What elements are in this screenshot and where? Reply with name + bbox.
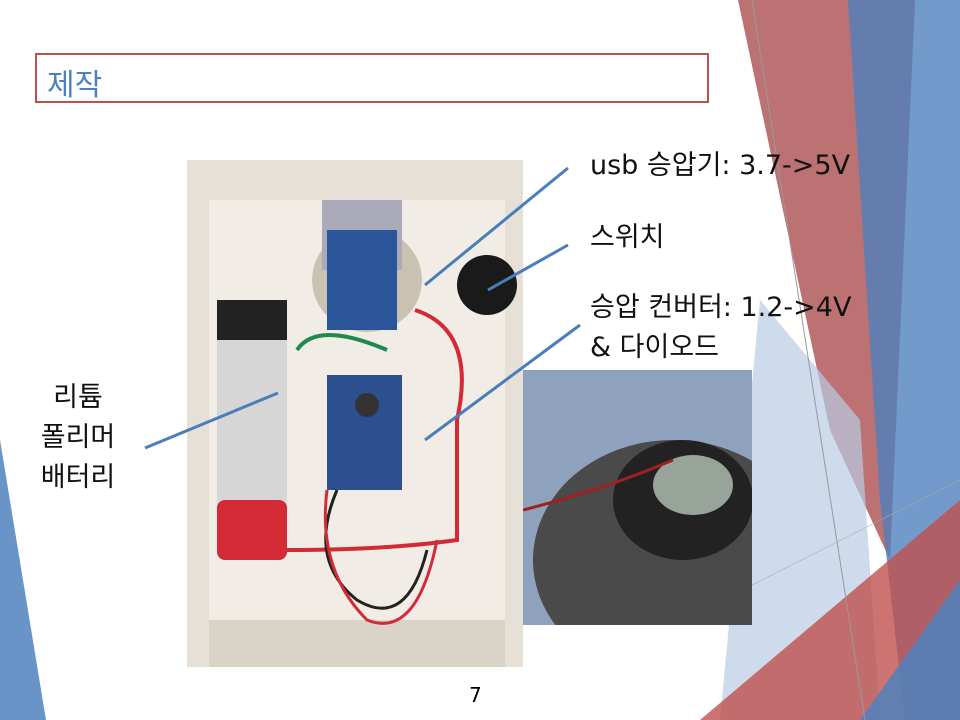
meter-photo [523,370,752,625]
battery-label-line2: 폴리머 [40,422,116,453]
switch-label: 스위치 [590,222,665,253]
title-box: 제작 [35,53,709,103]
converter-label-line1: 승압 컨버터: 1.2->4V [590,292,852,323]
converter-label-line2: & 다이오드 [590,332,719,363]
circuit-box-photo [187,160,523,667]
battery-label-line1: 리튬 [53,382,103,413]
page-number: 7 [469,683,482,707]
battery-label-line3: 배터리 [40,462,116,493]
slide-title: 제작 [47,68,103,103]
usb-booster-label: usb 승압기: 3.7->5V [590,150,851,181]
